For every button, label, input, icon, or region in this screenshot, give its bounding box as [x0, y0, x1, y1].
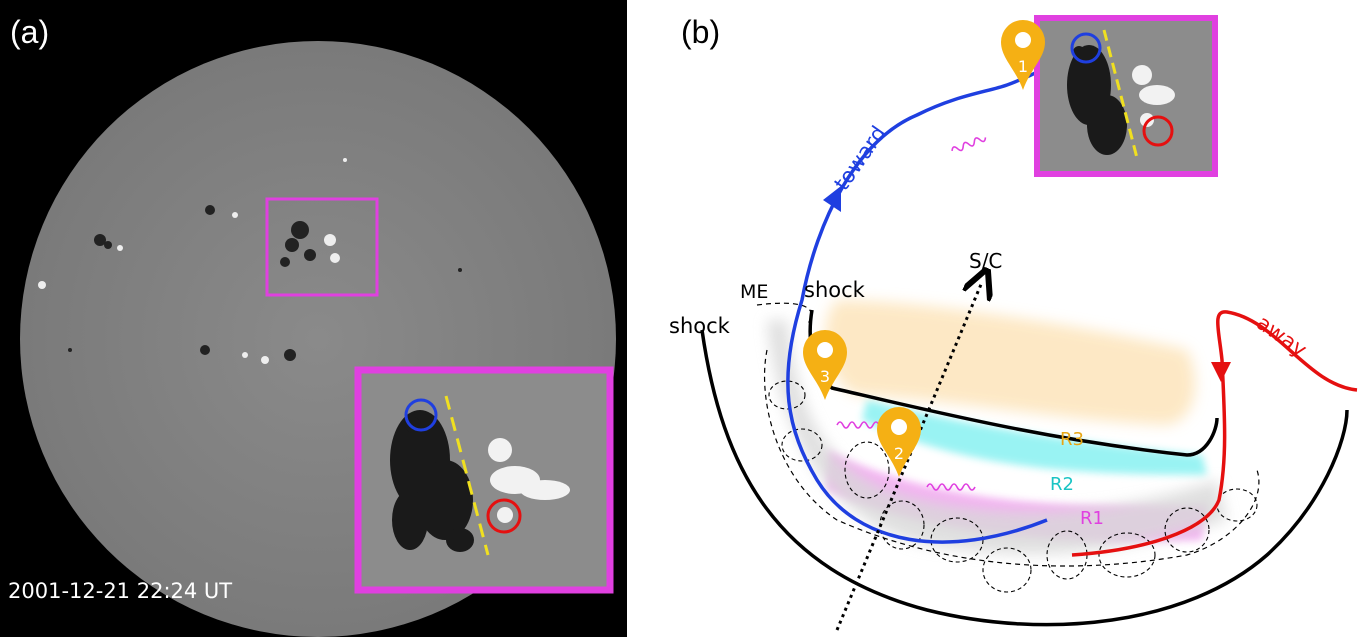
region-r2 — [862, 400, 1207, 475]
label-away: away — [1252, 310, 1311, 361]
panel-a-label: (a) — [10, 14, 50, 50]
timestamp: 2001-12-21 22:24 UT — [8, 579, 233, 603]
red-circle — [486, 498, 522, 534]
panel-b-label: (b) — [681, 14, 721, 50]
marker-3: 3 — [803, 330, 847, 400]
marker-1: 1 — [1001, 20, 1045, 90]
magnetogram-svg — [20, 41, 616, 637]
schematic-svg: 1 2 3 shock shock ME S/C toward away R3 … — [669, 15, 1358, 631]
wave-paths — [836, 137, 987, 491]
label-sc: S/C — [969, 249, 1002, 273]
label-r2: R2 — [1050, 474, 1074, 495]
label-shock-outer: shock — [669, 314, 731, 338]
schematic-panel: 1 2 3 shock shock ME S/C toward away R3 … — [627, 0, 1372, 637]
label-toward: toward — [829, 122, 890, 195]
magnetogram-panel: (a) 2001-12-21 22:24 UT — [0, 0, 627, 637]
label-r3: R3 — [1060, 429, 1084, 450]
field-line-toward — [786, 43, 1088, 544]
label-me: ME — [740, 281, 768, 303]
region-box — [265, 197, 379, 297]
magnetic-features — [38, 158, 462, 364]
outer-shock — [700, 329, 1349, 627]
me-boundary — [756, 302, 1260, 567]
inset-zoom-b — [1034, 15, 1218, 177]
sheath-shading — [767, 320, 1227, 555]
label-shock-inner: shock — [804, 278, 866, 302]
label-r1: R1 — [1080, 508, 1104, 529]
marker-2: 2 — [877, 407, 921, 477]
region-r3 — [825, 300, 1196, 425]
inset-zoom — [354, 366, 614, 594]
svg-text:3: 3 — [820, 367, 830, 386]
away-arrowhead — [1211, 362, 1231, 382]
blue-circle — [404, 398, 438, 432]
svg-text:2: 2 — [894, 444, 904, 463]
svg-text:1: 1 — [1018, 57, 1028, 76]
toward-arrowhead — [823, 186, 841, 212]
neutral-line — [444, 395, 490, 556]
